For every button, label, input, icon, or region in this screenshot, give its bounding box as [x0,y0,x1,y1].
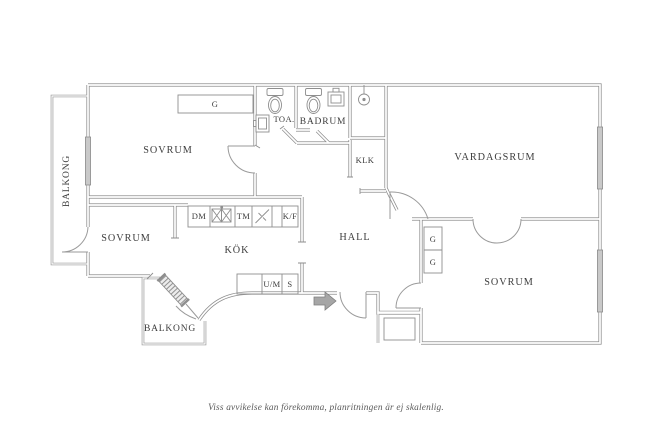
fixtures [146,85,443,341]
door-balkong-bottom [175,303,199,320]
wall-south-curve-entrance [197,291,421,321]
gg-closets [423,226,443,274]
doors [61,145,522,320]
stairwell-outer [377,311,422,343]
closet-label-g-top: G [212,99,219,109]
door-entrance [339,291,367,319]
washbasin-icon-toa [253,114,270,133]
room-label-badrum: BADRUM [300,117,347,127]
toilet-icon-toa [266,88,284,114]
room-labels: BALKONG SOVRUM G TOA. BADRUM KLK VARDAGS… [62,99,535,334]
wall-south-curve-entrance [198,292,421,321]
room-label-vardagsrum: VARDAGSRUM [454,152,535,163]
appliance-label-kf: K/F [283,211,297,221]
door-sovrum-right [395,282,422,309]
double-door-vardagsrum-sovrum [472,218,522,244]
appliance-label-um: U/M [263,279,280,289]
door-jambs [146,125,361,280]
room-label-hall: HALL [339,232,370,243]
room-label-klk: KLK [356,155,375,165]
wall-toa-diagonal [282,128,298,144]
wall-balkong-bottom [142,277,206,345]
door-balkong-left [61,226,89,253]
window-sovrum-right [597,249,604,313]
closet-label-g-upper: G [430,234,437,244]
entrance-arrow-icon [313,291,337,311]
appliance-label-tm: TM [237,211,251,221]
shower-icon [358,85,370,106]
door-sovrum-top [227,145,256,174]
wall-hall-diagonal [385,187,398,211]
window-vardagsrum [597,126,604,190]
closet-top [177,94,254,114]
room-label-kok: KÖK [224,244,249,256]
window-balkong-left [85,136,92,186]
room-label-sovrum-top: SOVRUM [143,145,193,156]
room-label-sovrum-left: SOVRUM [101,233,151,244]
walls-inner [51,84,601,345]
um-cabinet-row [236,273,299,295]
room-label-sovrum-right: SOVRUM [484,277,534,288]
closet-label-g-lower: G [430,257,437,267]
stairwell-inner [383,317,416,341]
room-label-balkong-bottom: BALKONG [144,324,196,334]
appliance-label-dm: DM [192,211,207,221]
sink-icon [211,205,232,223]
door-vardagsrum [389,191,429,220]
stove-icon [255,209,270,224]
room-label-toa: TOA. [273,114,294,124]
room-label-balkong-left: BALKONG [62,155,72,207]
balcony-door-window [156,272,190,308]
windows [85,126,604,313]
stairwell-outer [376,310,423,343]
wall-exterior [88,84,601,344]
wall-badrum-diagonal [316,130,330,144]
wall-balkong-left [51,95,88,265]
disclaimer-caption: Viss avvikelse kan förekomma, planritnin… [208,402,444,413]
kitchen-appliance-row [187,205,299,228]
appliance-label-s: S [287,279,292,289]
toilet-icon-badrum [305,88,322,114]
washbasin-icon-badrum [327,87,345,107]
